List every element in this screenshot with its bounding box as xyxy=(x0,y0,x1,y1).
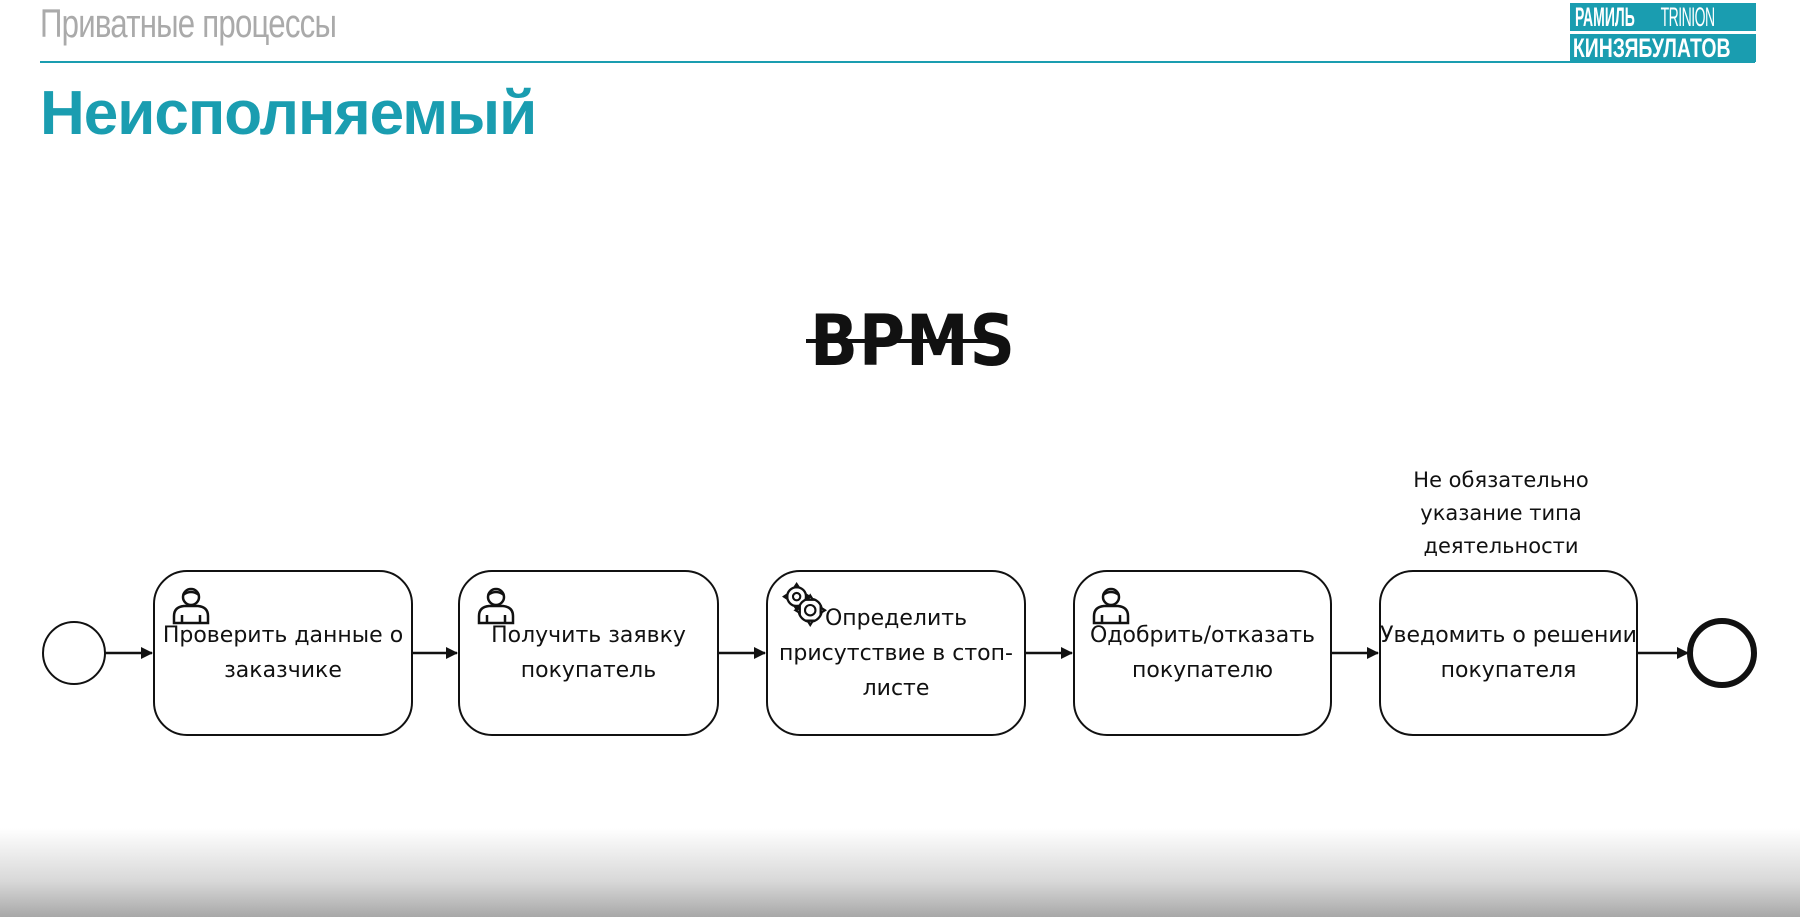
task-label: Определить присутствие в стоп- листе xyxy=(771,601,1021,706)
task-approve-reject-buyer[interactable]: Одобрить/отказать покупателю xyxy=(1073,570,1332,736)
annotation-line: Не обязательно xyxy=(1413,468,1589,492)
logo-part-b: TRINION xyxy=(1660,3,1715,31)
task-label: Одобрить/отказать покупателю xyxy=(1082,618,1323,688)
footer-fade xyxy=(0,828,1800,917)
logo-line-1: РАМИЛЬ TRINION xyxy=(1570,3,1756,31)
task-label-line: Одобрить/отказать xyxy=(1089,623,1316,648)
task-label-line: присутствие в стоп- xyxy=(779,640,1013,666)
task-label-line: покупателя xyxy=(1440,658,1577,683)
logo-line-2-text: КИНЗЯБУЛАТОВ xyxy=(1572,34,1731,62)
header-rule xyxy=(40,61,1755,63)
brand-logo: РАМИЛЬ TRINION КИНЗЯБУЛАТОВ xyxy=(1570,3,1756,62)
user-icon xyxy=(1092,587,1130,625)
task-label-line: Определить xyxy=(824,605,968,631)
annotation-line: деятельности xyxy=(1423,534,1579,558)
task-label: Проверить данные о заказчике xyxy=(155,618,411,688)
task-label-line: листе xyxy=(862,675,930,701)
text-annotation: Не обязательно указание типа деятельност… xyxy=(1380,464,1622,563)
task-notify-buyer[interactable]: Уведомить о решении покупателя xyxy=(1379,570,1638,736)
task-label-line: Уведомить о решении xyxy=(1380,623,1637,648)
task-determine-stop-list[interactable]: Определить присутствие в стоп- листе xyxy=(766,570,1026,736)
task-label-line: Проверить данные о xyxy=(162,623,404,648)
end-event xyxy=(1687,618,1757,688)
logo-line-2: КИНЗЯБУЛАТОВ xyxy=(1570,34,1756,62)
user-icon xyxy=(477,587,515,625)
task-label-line: покупателю xyxy=(1132,658,1273,683)
task-label-line: Получить заявку xyxy=(491,623,686,648)
task-check-customer-data[interactable]: Проверить данные о заказчике xyxy=(153,570,413,736)
bpms-strikethrough xyxy=(806,339,986,343)
annotation-line: указание типа xyxy=(1420,501,1582,525)
header-section-title: Приватные процессы xyxy=(40,2,337,46)
task-label-line: заказчике xyxy=(224,658,342,683)
gears-icon xyxy=(782,582,828,628)
task-receive-buyer-request[interactable]: Получить заявку покупатель xyxy=(458,570,719,736)
logo-part-a: РАМИЛЬ xyxy=(1574,3,1635,31)
user-icon xyxy=(172,587,210,625)
page-heading: Неисполняемый xyxy=(40,79,537,148)
task-label: Уведомить о решении покупателя xyxy=(1372,618,1645,688)
start-event xyxy=(42,621,106,685)
task-label-line: покупатель xyxy=(520,658,657,683)
task-label: Получить заявку покупатель xyxy=(483,618,694,688)
